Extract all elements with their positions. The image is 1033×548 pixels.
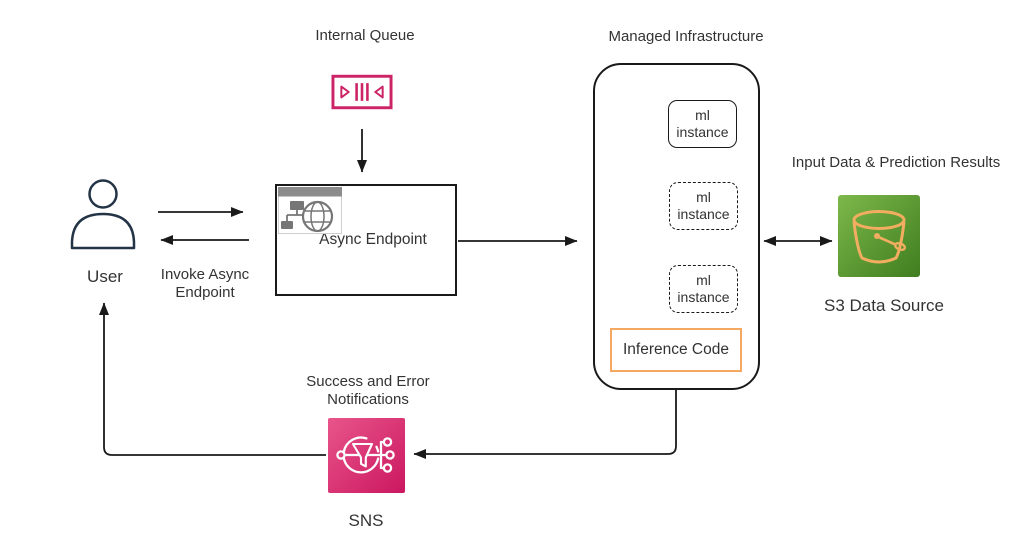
- inference-code-box: Inference Code: [610, 328, 742, 372]
- sns-label: SNS: [348, 511, 384, 530]
- async-endpoint-box: Async Endpoint: [275, 184, 457, 296]
- arrow-infrastructure-to-sns: [413, 390, 677, 459]
- success-error-notifications-label: Success and Error Notifications: [306, 373, 430, 409]
- s3-bucket-icon: [838, 195, 920, 277]
- ml-instance-box-2: ml instance: [669, 182, 738, 230]
- s3-data-source-label: S3 Data Source: [823, 296, 944, 315]
- async-endpoint-label: Async Endpoint: [319, 231, 427, 248]
- sns-icon: [328, 418, 405, 493]
- user-label: User: [87, 267, 123, 286]
- queue-icon: [331, 74, 393, 110]
- ml-instance-box-3: ml instance: [669, 265, 738, 313]
- invoke-async-endpoint-label: Invoke Async Endpoint: [160, 266, 250, 302]
- managed-infrastructure-label: Managed Infrastructure: [608, 28, 764, 45]
- input-data-prediction-results-label: Input Data & Prediction Results: [791, 154, 1001, 171]
- web-endpoint-icon: [278, 187, 342, 234]
- ml-instance-box-1: ml instance: [668, 100, 737, 148]
- internal-queue-label: Internal Queue: [315, 27, 415, 44]
- user-icon: [70, 179, 136, 250]
